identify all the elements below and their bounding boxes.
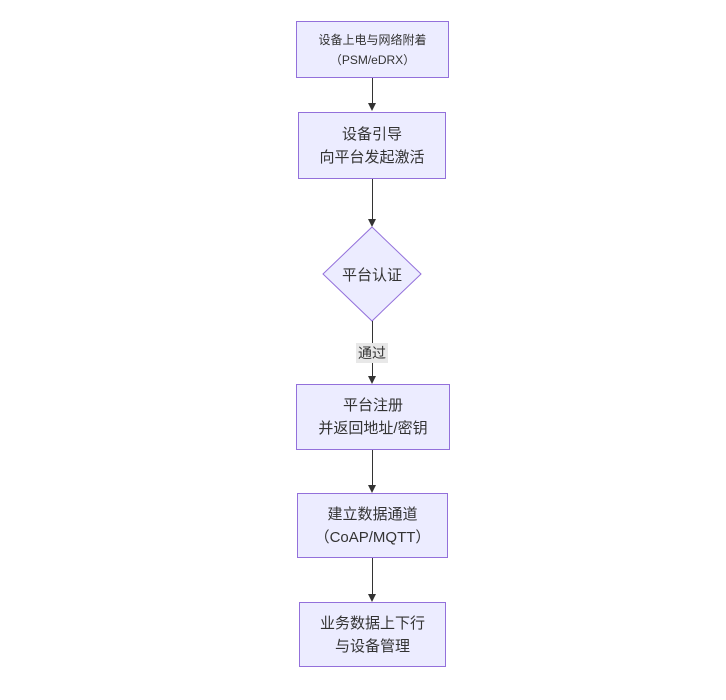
flow-arrow (367, 450, 377, 493)
edge-label-pass: 通过 (356, 342, 388, 363)
arrow-line (371, 179, 373, 220)
node-text-line: 并返回地址/密钥 (318, 420, 428, 437)
node-text-line: （CoAP/MQTT） (314, 528, 431, 546)
node-text-line: 业务数据上下行 (319, 614, 425, 632)
arrowhead-icon (368, 376, 376, 384)
arrowhead-icon (368, 219, 376, 227)
flow-arrow (367, 78, 377, 111)
arrowhead-icon (368, 485, 376, 493)
node-text-line: 向平台发起激活 (319, 148, 425, 166)
flow-arrow (367, 179, 377, 227)
arrow-line (371, 450, 373, 486)
arrow-line (371, 78, 373, 104)
node-text-line: 平台认证 (341, 266, 402, 284)
node-text-line: 平台注册 (342, 397, 403, 414)
node-text-line: 建立数据通道 (327, 505, 418, 523)
node-data-channel: 建立数据通道 （CoAP/MQTT） (297, 493, 448, 558)
flow-arrow (367, 558, 377, 602)
node-device-bootstrap: 设备引导 向平台发起激活 (298, 112, 446, 179)
node-text-line: 与设备管理 (334, 637, 410, 655)
arrowhead-icon (368, 103, 376, 111)
decision-platform-auth: 平台认证 (322, 226, 422, 322)
arrow-line (371, 558, 373, 595)
node-power-network-attach: 设备上电与网络附着 （PSM/eDRX） (296, 21, 449, 78)
node-business-data: 业务数据上下行 与设备管理 (299, 602, 446, 667)
node-text-line: 设备引导 (341, 125, 402, 143)
flow-arrow: 通过 (356, 321, 388, 384)
node-text-line: 设备上电与网络附着 (318, 32, 427, 47)
node-platform-register: 平台注册 并返回地址/密钥 (296, 384, 450, 450)
node-text-line: （PSM/eDRX） (329, 52, 416, 67)
arrowhead-icon (368, 594, 376, 602)
